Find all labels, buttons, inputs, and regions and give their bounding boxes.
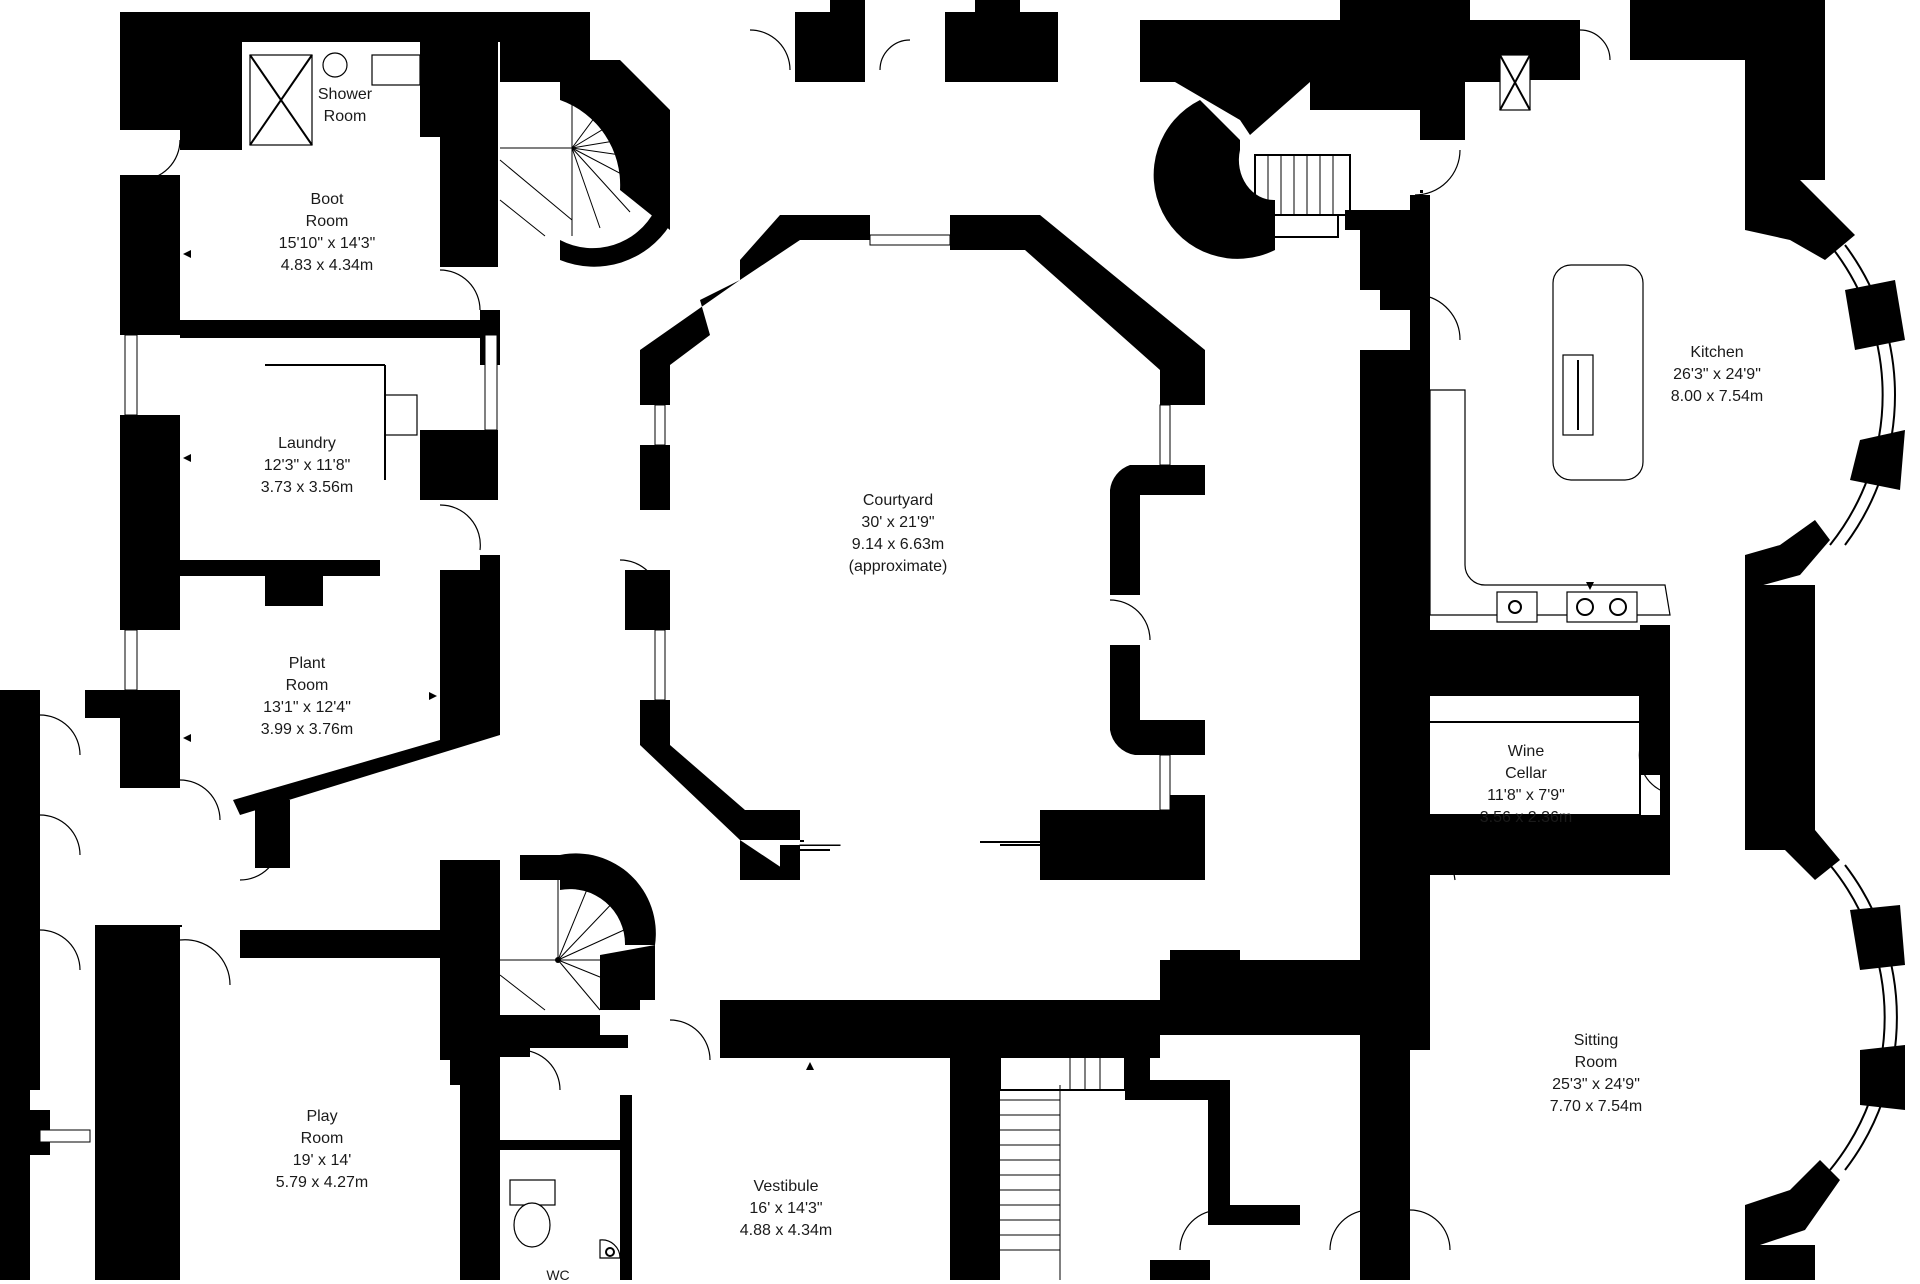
boot-name-line1: Boot — [310, 191, 344, 208]
room-label-vestibule: Vestibule 16' x 14'3" 4.88 x 4.34m — [740, 1176, 833, 1242]
wine-name-line2: Cellar — [1505, 765, 1547, 782]
stair-northeast — [1254, 154, 1351, 238]
boot-imperial: 15'10" x 14'3" — [278, 235, 376, 252]
stair-southwest — [499, 860, 640, 1011]
room-label-boot: Boot Room 15'10" x 14'3" 4.83 x 4.34m — [279, 189, 376, 277]
play-metric: 5.79 x 4.27m — [275, 1174, 369, 1191]
plant-name-line2: Room — [285, 677, 329, 694]
laundry-name: Laundry — [278, 435, 336, 452]
boot-metric: 4.83 x 4.34m — [280, 257, 374, 274]
wine-cellar-walls — [1409, 694, 1661, 816]
east-wing-walls — [1745, 0, 1905, 1280]
courtyard-name: Courtyard — [862, 492, 934, 509]
room-label-kitchen: Kitchen 26'3" x 24'9" 8.00 x 7.54m — [1671, 342, 1764, 408]
west-wing-walls — [0, 12, 500, 1280]
plant-name-line1: Plant — [288, 655, 326, 672]
sitting-imperial: 25'3" x 24'9" — [1552, 1076, 1640, 1093]
plant-metric: 3.99 x 3.76m — [260, 721, 354, 738]
vestibule-metric: 4.88 x 4.34m — [739, 1222, 833, 1239]
sitting-name-line2: Room — [1574, 1054, 1618, 1071]
stair-south — [999, 1029, 1126, 1280]
room-label-plant: Plant Room 13'1" x 12'4" 3.99 x 3.76m — [261, 653, 354, 741]
plant-imperial: 13'1" x 12'4" — [263, 699, 351, 716]
wine-metric: 3.56 x 2.36m — [1479, 809, 1573, 826]
north-walls — [795, 0, 1745, 310]
wc-fittings — [509, 1179, 621, 1259]
doors — [39, 29, 1611, 1251]
kitchen-name: Kitchen — [1690, 344, 1744, 361]
wc-name: WC — [546, 1267, 570, 1283]
vestibule-name: Vestibule — [753, 1178, 819, 1195]
kitchen-imperial: 26'3" x 24'9" — [1673, 366, 1761, 383]
room-label-laundry: Laundry 12'3" x 11'8" 3.73 x 3.56m — [261, 433, 354, 499]
room-label-play: Play Room 19' x 14' 5.79 x 4.27m — [276, 1106, 369, 1194]
shower-name-line1: Shower — [317, 86, 373, 103]
kitchen-fittings — [1360, 195, 1671, 1050]
play-name-line1: Play — [306, 1108, 338, 1125]
room-label-courtyard: Courtyard 30' x 21'9" 9.14 x 6.63m (appr… — [849, 490, 948, 578]
sitting-metric: 7.70 x 7.54m — [1549, 1098, 1643, 1115]
dimension-markers — [183, 250, 1594, 1070]
west-windows — [39, 334, 498, 1143]
bay-windows — [1829, 244, 1898, 1171]
kitchen-metric: 8.00 x 7.54m — [1670, 388, 1764, 405]
courtyard-windows — [654, 234, 1171, 851]
shower-fittings — [249, 52, 421, 480]
south-walls — [440, 853, 1410, 1280]
wine-imperial: 11'8" x 7'9" — [1487, 787, 1565, 804]
laundry-imperial: 12'3" x 11'8" — [263, 457, 351, 474]
play-imperial: 19' x 14' — [292, 1152, 352, 1169]
sitting-name-line1: Sitting — [1573, 1032, 1619, 1049]
courtyard-walls — [625, 215, 1205, 880]
wine-name-line1: Wine — [1507, 743, 1545, 760]
shower-name-line2: Room — [323, 108, 367, 125]
courtyard-metric: 9.14 x 6.63m — [851, 536, 945, 553]
vestibule-imperial: 16' x 14'3" — [749, 1200, 823, 1217]
room-label-wine-cellar: Wine Cellar 11'8" x 7'9" 3.56 x 2.36m — [1480, 741, 1573, 829]
laundry-metric: 3.73 x 3.56m — [260, 479, 354, 496]
courtyard-imperial: 30' x 21'9" — [861, 514, 935, 531]
stair-northwest — [499, 12, 670, 267]
boot-name-line2: Room — [305, 213, 349, 230]
courtyard-note: (approximate) — [848, 558, 948, 575]
room-label-wc: WC — [546, 1266, 569, 1284]
room-label-shower: Shower Room — [318, 84, 372, 128]
play-name-line2: Room — [300, 1130, 344, 1147]
room-label-sitting: Sitting Room 25'3" x 24'9" 7.70 x 7.54m — [1550, 1030, 1643, 1118]
